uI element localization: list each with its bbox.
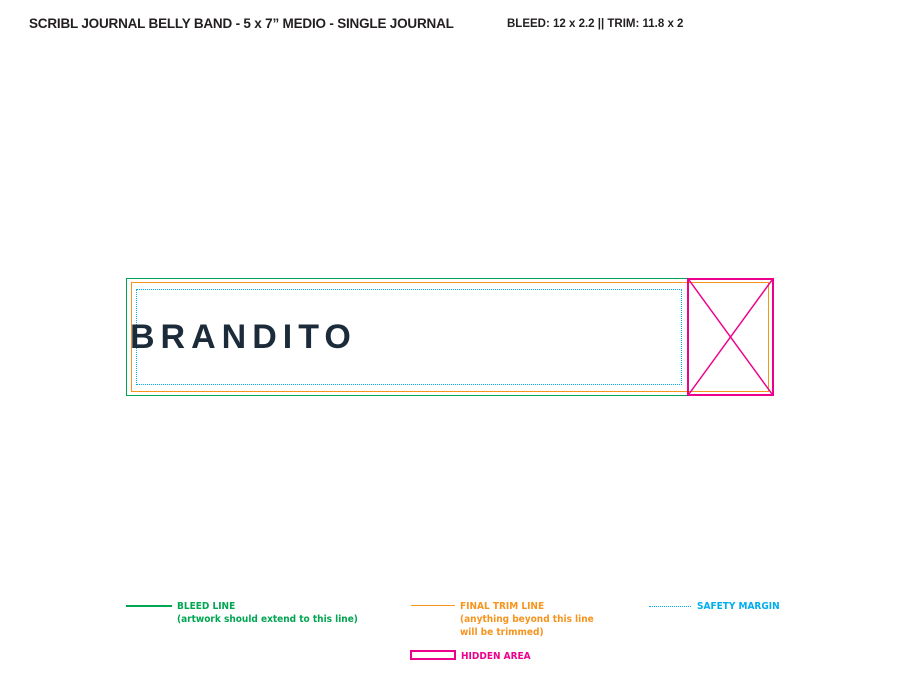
hidden-legend-text: HIDDEN AREA: [461, 650, 531, 663]
trim-legend-label: FINAL TRIM LINE: [460, 601, 545, 612]
bleed-line-swatch: [126, 605, 172, 607]
hidden-area-swatch: [410, 650, 456, 660]
brand-logo-text: BRANDITO: [130, 318, 357, 356]
page-title: SCRIBL JOURNAL BELLY BAND - 5 x 7” MEDIO…: [29, 16, 454, 31]
bleed-legend-text: BLEED LINE (artwork should extend to thi…: [177, 600, 358, 626]
safety-margin-swatch: [649, 606, 691, 607]
hidden-legend-label: HIDDEN AREA: [461, 651, 531, 662]
trim-line-swatch: [411, 605, 455, 606]
bleed-legend-label: BLEED LINE: [177, 601, 236, 612]
trim-line-frame: [131, 282, 769, 392]
hidden-area-box: [687, 278, 774, 396]
dimension-spec: BLEED: 12 x 2.2 || TRIM: 11.8 x 2: [507, 18, 684, 30]
safety-margin-frame: [136, 289, 682, 385]
safety-legend-label: SAFETY MARGIN: [697, 601, 780, 612]
bleed-legend-note: (artwork should extend to this line): [177, 614, 358, 625]
hidden-area-cross-icon: [689, 280, 772, 394]
trim-legend-text: FINAL TRIM LINE (anything beyond this li…: [460, 600, 594, 639]
trim-legend-note-1: (anything beyond this line: [460, 614, 594, 625]
trim-legend-note-2: will be trimmed): [460, 627, 544, 638]
safety-legend-text: SAFETY MARGIN: [697, 600, 780, 613]
